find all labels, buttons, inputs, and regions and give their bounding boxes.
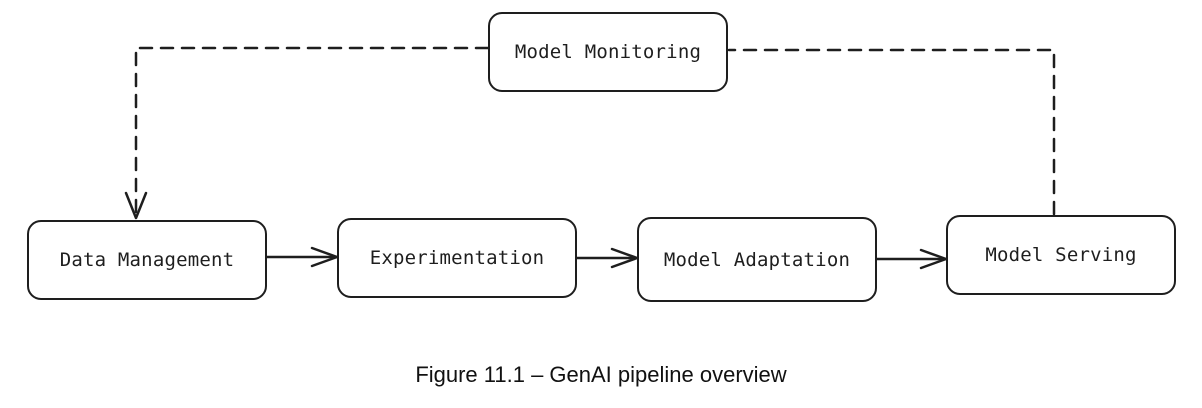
arrowhead-to-data: [124, 191, 148, 220]
node-model-serving: Model Serving: [946, 215, 1176, 295]
node-data-management: Data Management: [27, 220, 267, 300]
node-model-monitoring: Model Monitoring: [488, 12, 728, 92]
edge-serving-to-monitoring: [727, 48, 1056, 216]
figure-caption: Figure 11.1 – GenAI pipeline overview: [415, 362, 787, 387]
node-data-management-label: Data Management: [59, 249, 235, 271]
node-model-adaptation: Model Adaptation: [637, 217, 877, 302]
edge-monitoring-to-data: [134, 46, 490, 220]
node-experimentation-label: Experimentation: [369, 247, 545, 269]
node-experimentation: Experimentation: [337, 218, 577, 298]
node-model-adaptation-label: Model Adaptation: [663, 248, 851, 271]
node-model-monitoring-label: Model Monitoring: [514, 41, 702, 63]
node-model-serving-label: Model Serving: [985, 244, 1137, 266]
